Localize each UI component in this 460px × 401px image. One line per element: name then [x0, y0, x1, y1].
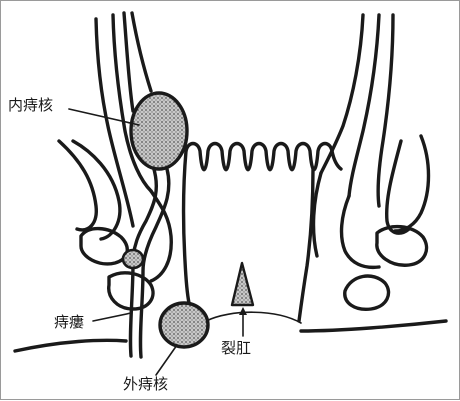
- internal-hemorrhoid-mass: [131, 93, 187, 169]
- external-hemorrhoid-label: 外痔核: [123, 377, 168, 392]
- left-lobe-upper: [81, 229, 127, 264]
- right-wall-inner-line-1: [321, 15, 363, 173]
- anal-canal-right-wall: [299, 169, 313, 321]
- right-muscle-curve-2: [387, 141, 409, 233]
- leader-anal-fissure-arrowhead: [239, 307, 247, 315]
- left-wall-inner-line-2: [124, 13, 133, 111]
- left-muscle-curve-2: [73, 141, 120, 239]
- skin-surface-left: [15, 340, 126, 351]
- fistula-internal-opening: [123, 250, 143, 268]
- leader-anal-fistula: [93, 313, 131, 321]
- anal-verge-curve: [206, 312, 301, 323]
- internal-hemorrhoid-label: 内痔核: [8, 98, 53, 113]
- right-muscle-curve-1: [342, 196, 379, 267]
- skin-surface-right: [301, 321, 446, 331]
- leader-external-hemorrhoid: [156, 345, 177, 375]
- dentate-line-wave: [186, 144, 341, 170]
- anal-fissure-mark: [232, 263, 253, 305]
- anal-canal-left-wall: [184, 151, 189, 303]
- right-wall-inner-line-2: [349, 15, 379, 196]
- right-muscle-curve-4: [314, 173, 321, 256]
- external-hemorrhoid-mass: [160, 303, 208, 347]
- anal-fissure-label: 裂肛: [221, 341, 251, 356]
- left-wall-inner-line-3: [132, 13, 151, 91]
- right-lobe-lower: [345, 276, 389, 309]
- anal-fistula-label: 痔瘻: [54, 315, 84, 330]
